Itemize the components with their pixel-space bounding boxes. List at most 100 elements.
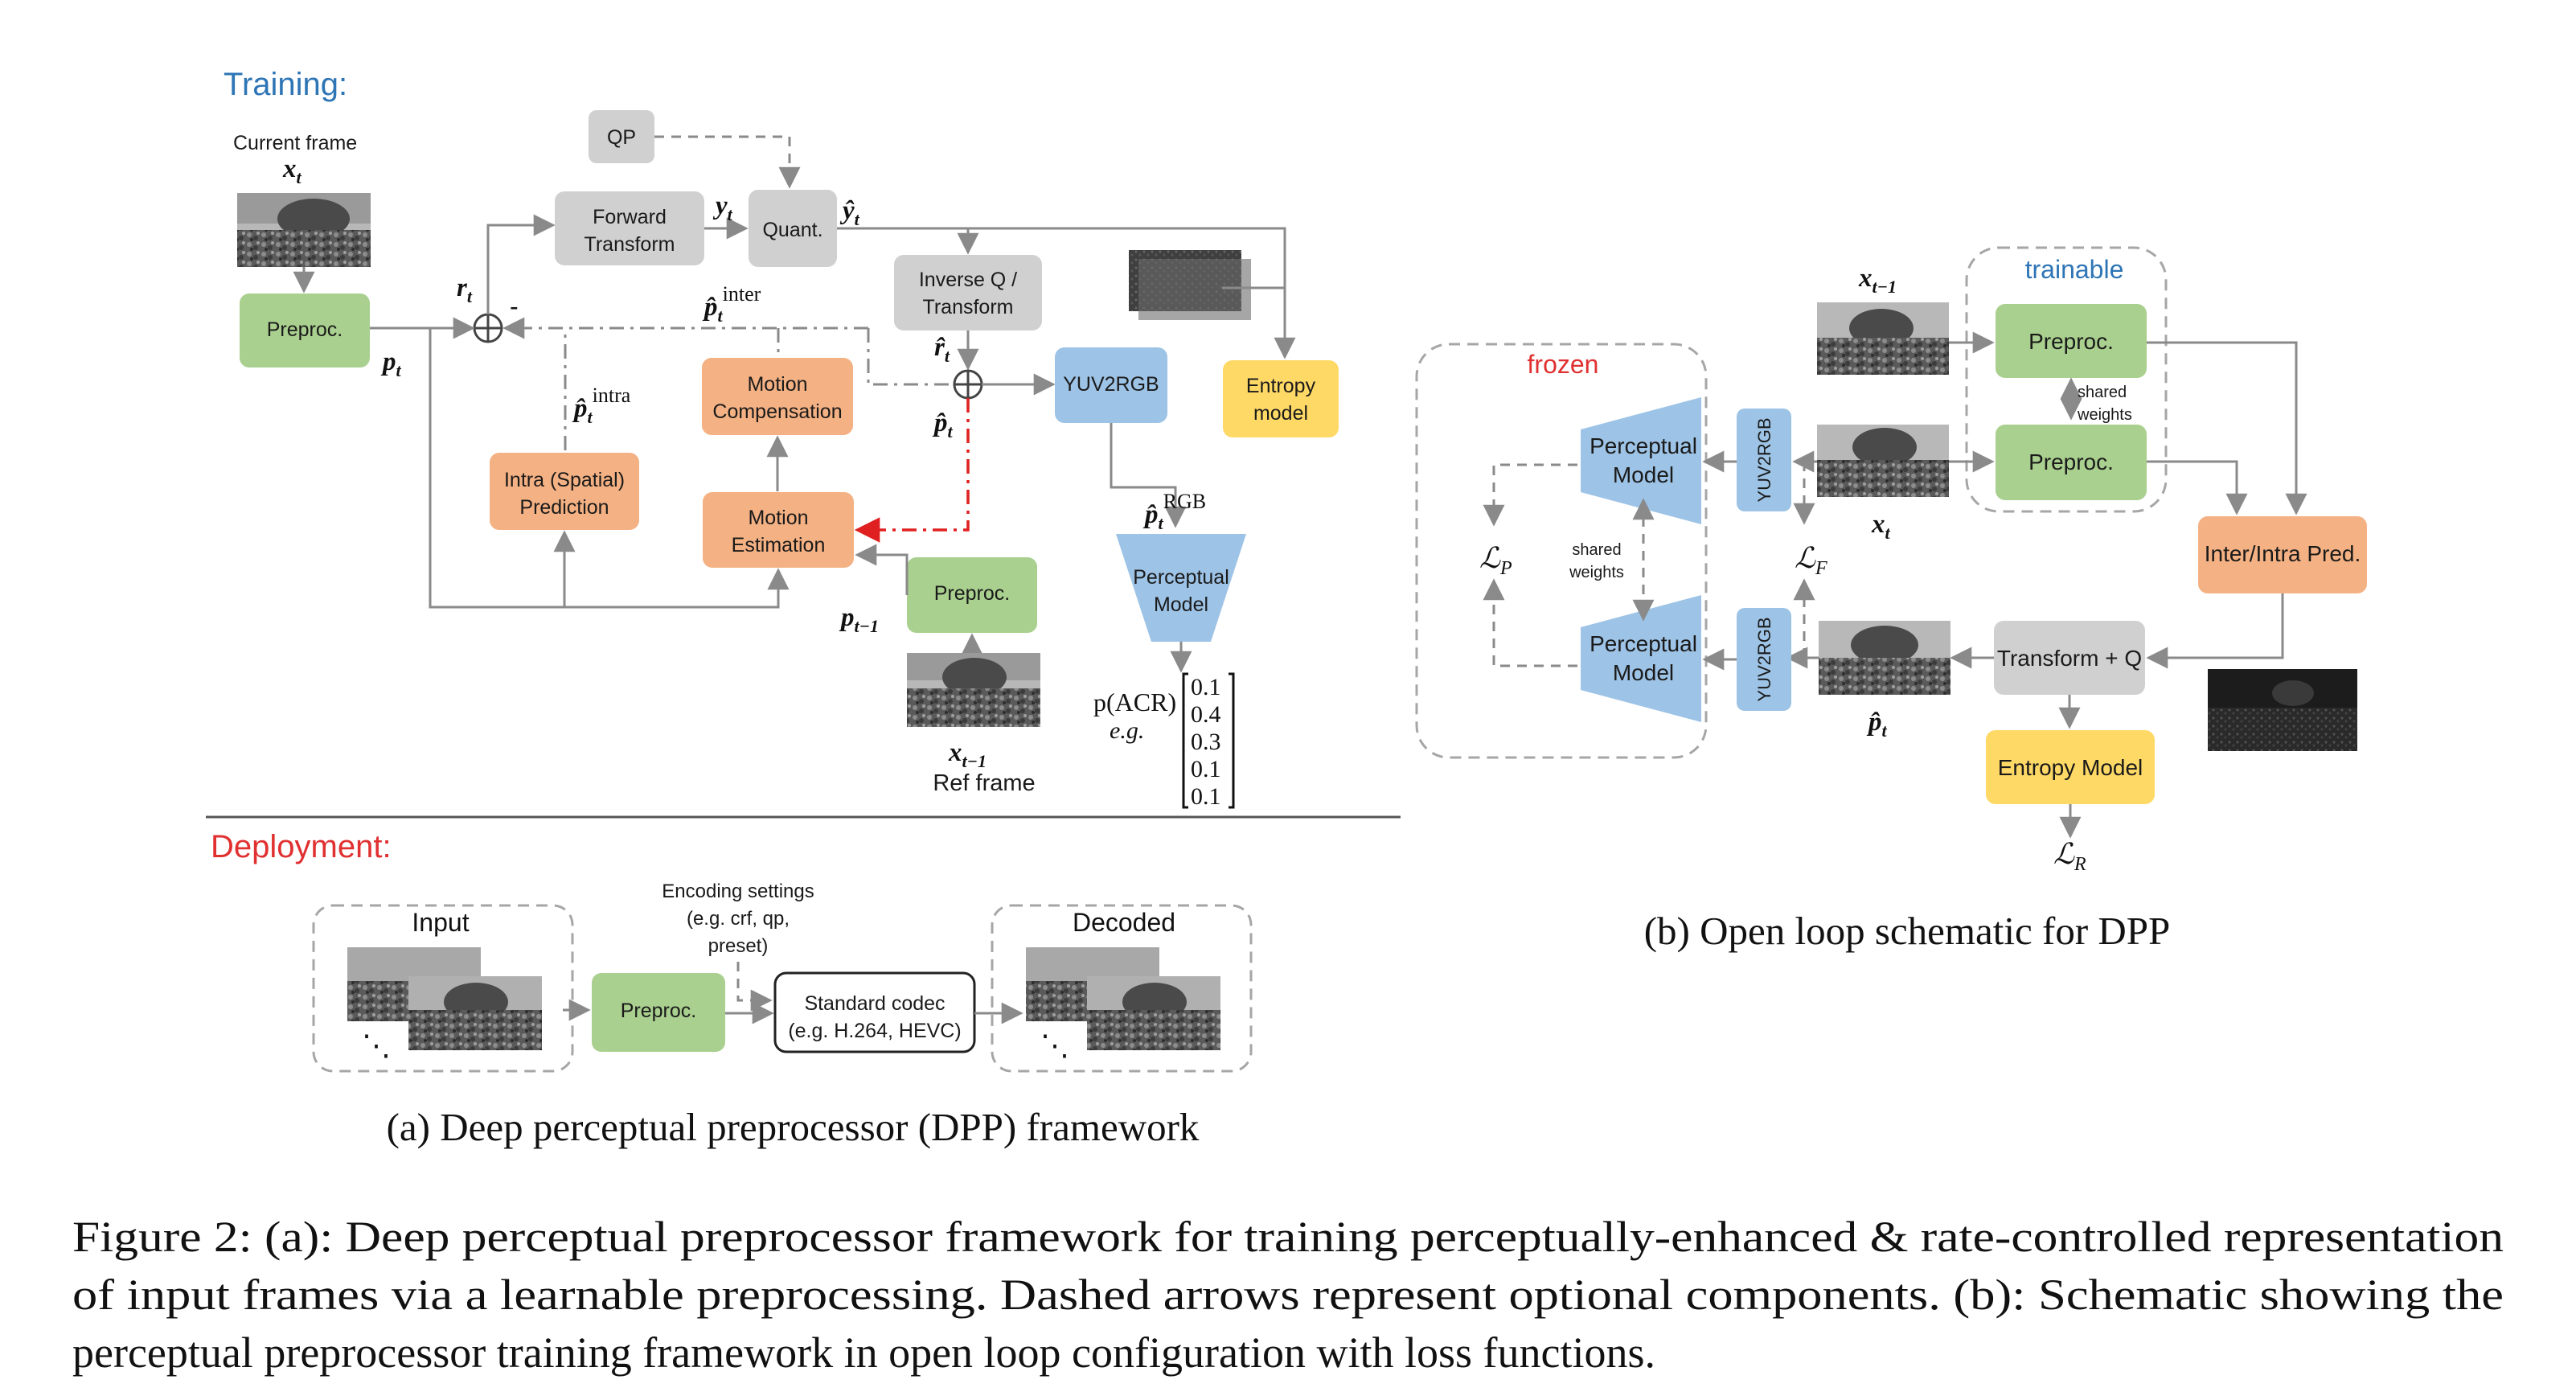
- acr-value: 0.1: [1191, 756, 1221, 782]
- svg-text:(e.g. H.264, HEVC): (e.g. H.264, HEVC): [788, 1020, 961, 1042]
- standard-codec-box: Standard codec (e.g. H.264, HEVC): [773, 971, 976, 1053]
- current-frame-thumbnail: [237, 193, 371, 267]
- motion-estimation-box: Motion Estimation: [703, 492, 854, 568]
- symbol-pintra: p̂tintra: [572, 384, 631, 427]
- acr-value: 0.1: [1191, 783, 1221, 810]
- svg-text:YUV2RGB: YUV2RGB: [1754, 617, 1774, 701]
- decoded-frame-thumbnail: [1129, 250, 1251, 320]
- svg-text:Perceptual: Perceptual: [1133, 566, 1229, 589]
- svg-text:Entropy: Entropy: [1246, 375, 1316, 397]
- x-cur-thumbnail: [1817, 425, 1949, 497]
- loss-p: ℒP: [1479, 542, 1512, 579]
- symbol-yhat: ŷt: [839, 196, 860, 229]
- svg-text:Preproc.: Preproc.: [267, 318, 343, 341]
- ref-frame-symbol: xt−1: [948, 738, 987, 771]
- frozen-group: [1415, 343, 1708, 759]
- symbol-pinter: p̂tinter: [702, 282, 761, 326]
- yuv2rgb-box: YUV2RGB: [1055, 347, 1167, 423]
- yuv2rgb-bottom-box: YUV2RGB: [1737, 608, 1791, 711]
- figure-caption-line2: of input frames via a learnable preproce…: [72, 1271, 2504, 1319]
- perceptual-model-top-shape: Perceptual Model: [1581, 397, 1701, 524]
- caption-b: (b) Open loop schematic for DPP: [1644, 909, 2171, 953]
- preproc-ref-box: Preproc.: [907, 557, 1037, 633]
- acr-label: p(ACR): [1093, 688, 1176, 716]
- symbol-yt: yt: [712, 191, 733, 224]
- encoding-settings-label: Encoding settings(e.g. crf, qp,preset): [662, 881, 814, 957]
- svg-text:QP: QP: [607, 126, 636, 149]
- ref-frame-thumbnail: [907, 653, 1040, 727]
- qp-box: QP: [589, 110, 654, 163]
- deployment-preproc-box: Preproc.: [592, 973, 725, 1052]
- intra-prediction-box: Intra (Spatial) Prediction: [490, 453, 639, 530]
- preproc-box: Preproc.: [240, 294, 370, 367]
- acr-value: 0.3: [1191, 729, 1221, 755]
- symbol-pprev: pt−1: [839, 603, 879, 636]
- svg-text:Motion: Motion: [748, 507, 808, 529]
- acr-value: 0.1: [1191, 674, 1221, 700]
- symbol-rt: rt: [457, 273, 473, 306]
- forward-transform-box: Forward Transform: [555, 191, 704, 265]
- symbol-phat: p̂t: [932, 409, 954, 441]
- perceptual-model-shape: Perceptual Model: [1116, 534, 1246, 642]
- perceptual-model-bottom-shape: Perceptual Model: [1581, 595, 1701, 722]
- decoded-group: [991, 904, 1253, 1073]
- figure-caption-line3: perceptual preprocessor training framewo…: [72, 1328, 1655, 1377]
- current-frame-label: Current frame: [233, 132, 357, 154]
- svg-text:Transform + Q: Transform + Q: [1997, 646, 2142, 671]
- preproc-top-box: Preproc.: [1996, 304, 2147, 378]
- symbol-rhat: r̂t: [934, 333, 950, 366]
- transform-q-box: Transform + Q: [1994, 621, 2145, 695]
- svg-text:Model: Model: [1613, 462, 1674, 487]
- yuv2rgb-top-box: YUV2RGB: [1737, 409, 1791, 511]
- svg-text:Compensation: Compensation: [712, 400, 842, 423]
- svg-text:Prediction: Prediction: [519, 496, 609, 519]
- p-hat-thumbnail: [1819, 621, 1950, 695]
- ref-frame-label: Ref frame: [933, 770, 1035, 796]
- decoded-frames-thumbnail: [1026, 947, 1220, 1050]
- entropy-model-box: Entropy model: [1223, 360, 1339, 437]
- svg-text:Intra (Spatial): Intra (Spatial): [504, 469, 625, 491]
- loss-r: ℒR: [2053, 838, 2086, 875]
- svg-text:Inter/Intra Pred.: Inter/Intra Pred.: [2205, 541, 2361, 566]
- training-title: Training:: [224, 67, 347, 102]
- acr-vector: 0.1 0.4 0.3 0.1 0.1: [1182, 672, 1235, 810]
- p-hat-symbol: p̂t: [1866, 708, 1888, 741]
- current-frame-symbol: xt: [282, 154, 302, 187]
- x-prev-symbol: xt−1: [1858, 264, 1897, 297]
- svg-text:Motion: Motion: [747, 373, 807, 396]
- svg-text:Transform: Transform: [923, 296, 1014, 318]
- symbol-pt: pt: [380, 347, 402, 380]
- input-ellipsis: ⋱: [362, 1029, 391, 1061]
- svg-text:Transform: Transform: [585, 233, 675, 256]
- svg-text:Inverse Q /: Inverse Q /: [919, 269, 1017, 291]
- svg-text:Preproc.: Preproc.: [621, 1000, 696, 1022]
- svg-text:YUV2RGB: YUV2RGB: [1063, 373, 1159, 396]
- acr-value: 0.4: [1191, 701, 1221, 728]
- input-group: [312, 904, 574, 1073]
- eg-label: e.g.: [1110, 717, 1144, 744]
- svg-text:Model: Model: [1613, 660, 1674, 685]
- svg-text:Perceptual: Perceptual: [1589, 631, 1697, 656]
- decoded-ellipsis: ⋱: [1040, 1029, 1069, 1061]
- x-prev-thumbnail: [1817, 302, 1949, 375]
- svg-text:Preproc.: Preproc.: [2028, 450, 2114, 474]
- residual-thumbnail: [2208, 669, 2357, 751]
- svg-text:model: model: [1253, 402, 1308, 425]
- caption-a: (a) Deep perceptual preprocessor (DPP) f…: [387, 1105, 1200, 1149]
- loss-f: ℒF: [1795, 542, 1827, 579]
- svg-text:Standard codec: Standard codec: [804, 992, 945, 1015]
- entropy-model-b-box: Entropy Model: [1986, 730, 2155, 804]
- svg-text:Entropy Model: Entropy Model: [1998, 755, 2143, 780]
- svg-text:Perceptual: Perceptual: [1589, 433, 1697, 458]
- svg-text:Forward: Forward: [593, 206, 667, 228]
- symbol-prgb: p̂tRGB: [1142, 490, 1206, 533]
- trainable-group: [1965, 246, 2168, 513]
- svg-text:Preproc.: Preproc.: [2028, 329, 2114, 354]
- motion-compensation-box: Motion Compensation: [702, 358, 853, 435]
- symbol-minus: -: [510, 292, 519, 321]
- deployment-title: Deployment:: [211, 829, 392, 864]
- x-cur-symbol: xt: [1871, 510, 1891, 543]
